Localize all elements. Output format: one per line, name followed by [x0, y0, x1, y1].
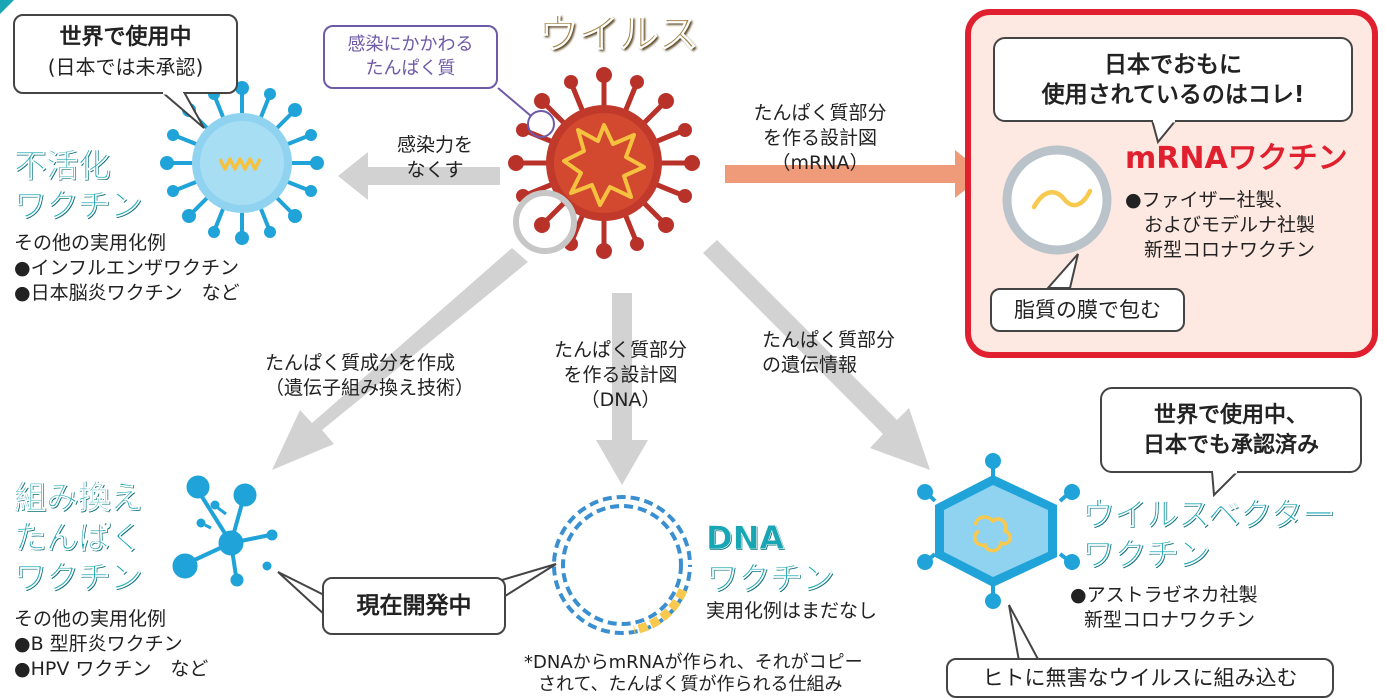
arrow-label-line: 感染力を	[396, 134, 473, 156]
title-line: ウイルスベクター	[1082, 495, 1335, 534]
arrow-label-line: たんぱく質成分を作成	[265, 352, 456, 374]
example-item: ●HPV ワクチン など	[14, 658, 209, 680]
callout-line: 日本でおもに	[1104, 52, 1242, 78]
callout-line: 世界で使用中、	[1153, 403, 1308, 428]
vector-bullets: ●アストラゼネカ社製 新型コロナワクチン	[1070, 583, 1258, 633]
bullet-line: 新型コロナワクチン	[1084, 609, 1256, 631]
mrna-bullets: ●ファイザー社製、 およびモデルナ社製 新型コロナワクチン	[1125, 188, 1315, 263]
footnote-line: *DNAからmRNAが作られ、それがコピー	[524, 652, 863, 673]
arrow-label-line: たんぱく質部分	[762, 329, 896, 351]
title-line: DNA	[706, 519, 785, 558]
title-line: たんぱく	[14, 518, 143, 557]
callout-tail	[1008, 604, 1041, 662]
lipid-membrane-image	[1002, 145, 1112, 255]
inactivated-examples: その他の実用化例 ●インフルエンザワクチン ●日本脳炎ワクチン など	[14, 231, 240, 306]
arrow-label-line: を作る設計図	[762, 127, 877, 149]
callout-line: 使用されているのはコレ!	[1041, 82, 1305, 108]
arrow-to-recombinant	[272, 248, 528, 470]
arrow-to-inactivated	[338, 152, 500, 200]
arrow-to-vector	[703, 240, 930, 470]
callout-line: 感染にかかわる	[347, 34, 474, 55]
example-item: ●B 型肝炎ワクチン	[14, 633, 183, 655]
arrow-to-mrna	[725, 150, 985, 198]
arrow-label-line: たんぱく質部分	[553, 339, 687, 361]
vector-arrow-label: たんぱく質部分 の遺伝情報	[762, 328, 895, 378]
recombinant-arrow-label: たんぱく質成分を作成 （遺伝子組み換え技術）	[265, 351, 474, 401]
example-item: ●インフルエンザワクチン	[14, 257, 240, 279]
callout-line: (日本では未承認)	[47, 55, 204, 79]
examples-header: その他の実用化例	[14, 232, 167, 254]
title-line: ワクチン	[14, 558, 143, 597]
arrow-label-line: の遺伝情報	[762, 354, 858, 376]
harmless-label: ヒトに無害なウイルスに組み込む	[982, 666, 1298, 690]
title-line: ワクチン	[706, 559, 835, 598]
in-development-callout: 現在開発中	[322, 577, 506, 635]
arrow-label-line: なくす	[406, 159, 464, 181]
vector-title: ウイルスベクター ワクチン	[1082, 494, 1335, 574]
mrna-main-callout: 日本でおもに 使用されているのはコレ!	[993, 37, 1353, 122]
dna-footnote: *DNAからmRNAが作られ、それがコピー されて、たんぱく質が作られる仕組み	[524, 652, 863, 696]
footnote-line: されて、たんぱく質が作られる仕組み	[538, 674, 843, 695]
callout-tail	[1045, 253, 1079, 289]
protein-callout: 感染にかかわる たんぱく質	[323, 25, 498, 89]
inactivated-arrow-label: 感染力を なくす	[385, 133, 485, 183]
inactivated-approval-callout: 世界で使用中 (日本では未承認)	[13, 14, 238, 94]
arrow-label-line: （遺伝子組み換え技術）	[265, 377, 475, 399]
title-line: 組み換え	[14, 478, 143, 517]
examples-header: その他の実用化例	[14, 608, 167, 630]
dna-title: DNA ワクチン	[706, 518, 835, 598]
callout-line: 世界で使用中	[59, 25, 192, 50]
title-line: ワクチン	[14, 186, 143, 225]
callout-tail-right	[501, 563, 557, 600]
dna-ring-image	[552, 495, 692, 635]
arrow-label-line: たんぱく質部分	[753, 102, 887, 124]
inactivated-title: 不活化 ワクチン	[14, 145, 143, 225]
callout-line: 日本でも承認済み	[1142, 433, 1319, 458]
bullet-line: およびモデルナ社製	[1144, 214, 1316, 236]
bullet-line: ●ファイザー社製、	[1125, 189, 1294, 211]
title-line: 不活化	[14, 146, 111, 185]
mrna-arrow-label: たんぱく質部分 を作る設計図 （mRNA）	[745, 101, 895, 176]
recombinant-examples: その他の実用化例 ●B 型肝炎ワクチン ●HPV ワクチン など	[14, 607, 208, 682]
title-line: ワクチン	[1082, 535, 1211, 574]
arrow-label-line: を作る設計図	[563, 364, 678, 386]
example-item: ●日本脳炎ワクチン など	[14, 282, 240, 304]
recombinant-title: 組み換え たんぱく ワクチン	[14, 477, 143, 597]
virus-image	[508, 67, 700, 259]
vector-approval-callout: 世界で使用中、 日本でも承認済み	[1100, 387, 1362, 473]
viral-vector-image	[917, 453, 1080, 609]
arrow-to-dna	[596, 293, 648, 485]
in-development-label: 現在開発中	[356, 593, 472, 619]
callout-tail	[1150, 120, 1178, 144]
arrow-label-line: （DNA）	[580, 389, 661, 411]
membrane-callout: 脂質の膜で包む	[990, 288, 1185, 332]
mrna-title: mRNAワクチン	[1125, 141, 1348, 176]
callout-tail	[160, 92, 205, 129]
recombinant-protein-image	[172, 475, 278, 587]
callout-tail	[1210, 471, 1240, 497]
dna-arrow-label: たんぱく質部分 を作る設計図 （DNA）	[543, 338, 698, 413]
virus-title: ウイルス	[538, 11, 699, 58]
arrow-label-line: （mRNA）	[771, 152, 869, 174]
bullet-line: ●アストラゼネカ社製	[1070, 584, 1258, 606]
dna-status: 実用化例はまだなし	[706, 600, 878, 622]
vector-harmless-callout: ヒトに無害なウイルスに組み込む	[946, 658, 1334, 698]
callout-line: たんぱく質	[365, 58, 456, 79]
bullet-line: 新型コロナワクチン	[1144, 239, 1316, 261]
membrane-label: 脂質の膜で包む	[1014, 298, 1161, 322]
